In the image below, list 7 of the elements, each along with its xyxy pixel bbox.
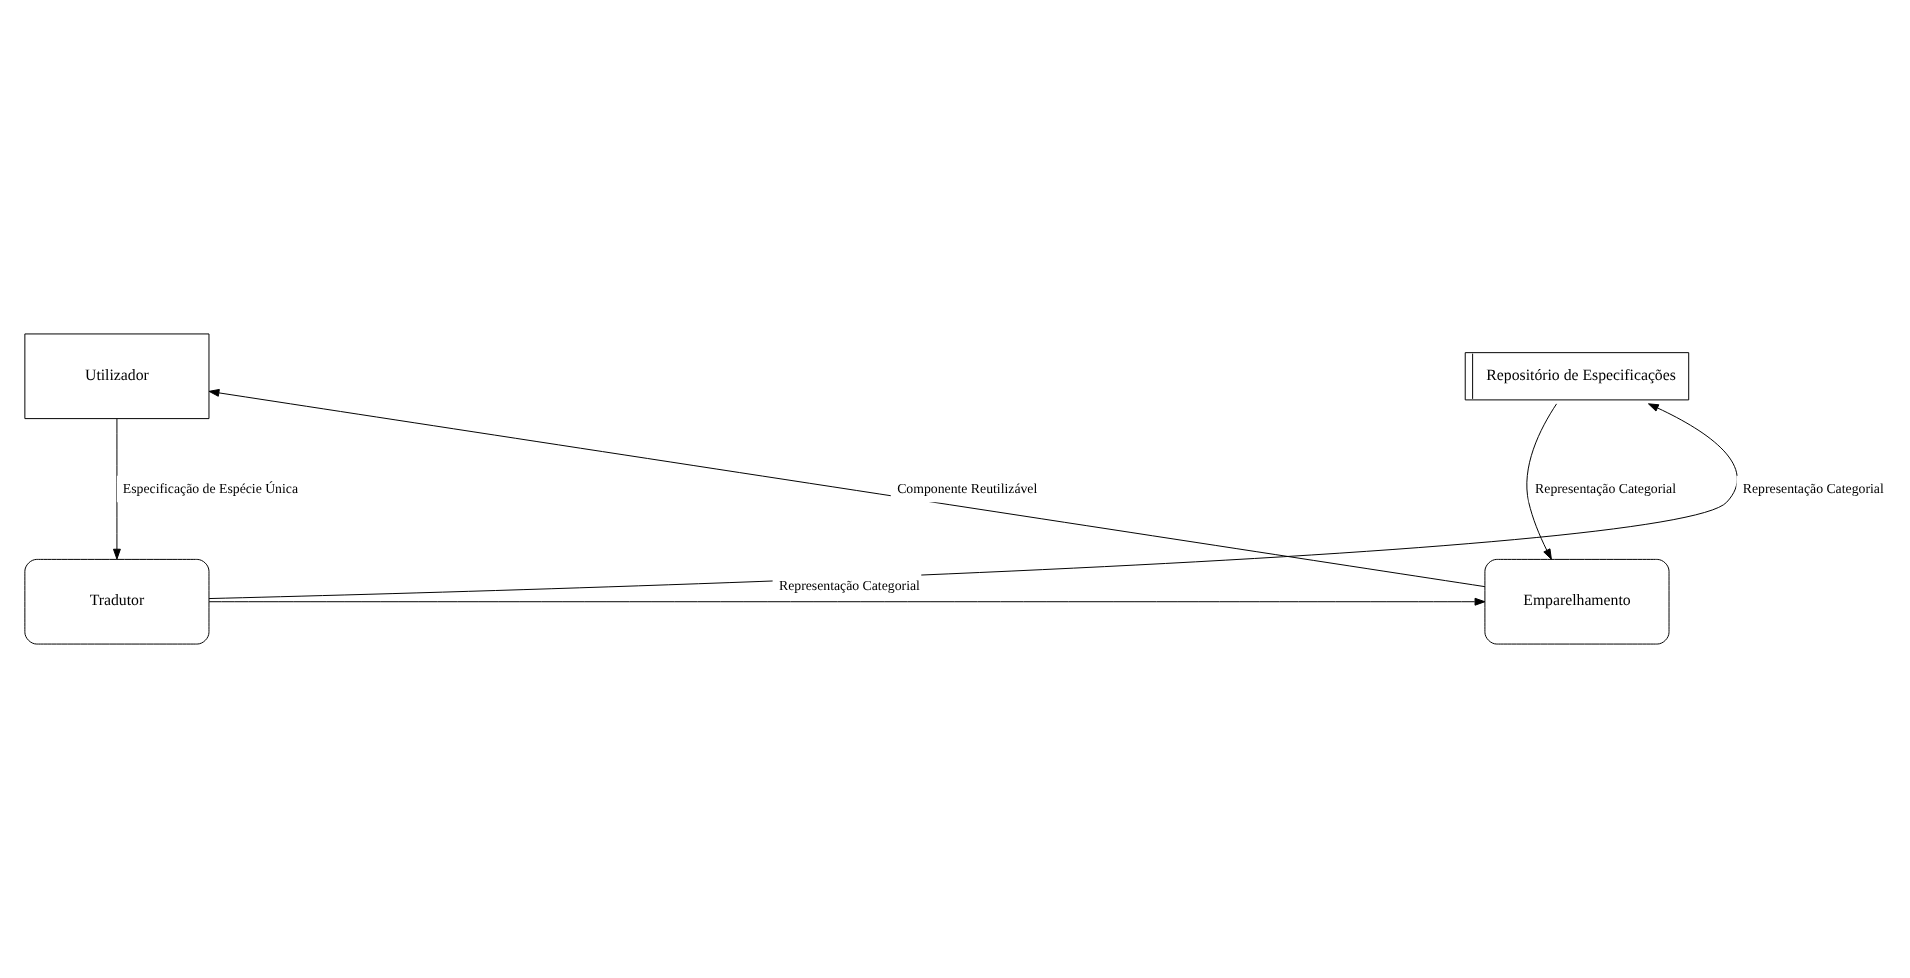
arrow [208,597,1486,606]
node-box: Emparelhamento [1484,558,1670,645]
node-box: Utilizador [24,333,210,420]
arrow [113,418,121,560]
arrow [208,388,1486,588]
arrow [1526,403,1558,560]
node-box: Tradutor [24,558,210,645]
